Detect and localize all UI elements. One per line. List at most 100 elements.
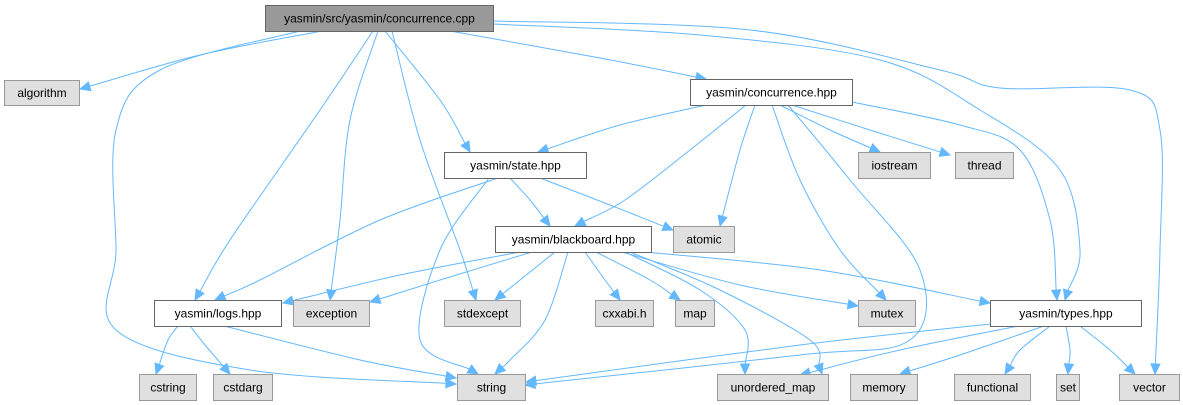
edge-line <box>378 251 533 300</box>
edge-line <box>582 104 747 223</box>
node-label: set <box>1060 381 1077 395</box>
edge-line <box>492 20 1163 366</box>
arrowhead-icon <box>1004 362 1016 376</box>
node-box <box>858 300 916 327</box>
node-logs-hpp[interactable]: yasmin/logs.hpp <box>154 300 282 327</box>
node-label: cstdarg <box>223 381 262 395</box>
node-string: string <box>457 374 526 401</box>
node-label: cxxabi.h <box>602 307 646 321</box>
edge-line <box>595 251 673 296</box>
edge-line <box>624 251 749 366</box>
node-box <box>139 374 197 401</box>
node-cstdarg: cstdarg <box>213 374 273 401</box>
arrowhead-icon <box>898 365 912 376</box>
edge-line <box>384 30 466 145</box>
edge-blackboard_hpp-to-logs_hpp <box>281 251 521 306</box>
node-label: yasmin/src/yasmin/concurrence.cpp <box>284 12 475 26</box>
node-label: memory <box>862 381 905 395</box>
edge-logs_hpp-to-cstdarg <box>189 325 231 375</box>
edge-line <box>808 325 1019 374</box>
arrowhead-icon <box>78 81 92 92</box>
node-box <box>1119 374 1180 401</box>
arrowhead-icon <box>494 289 507 301</box>
node-box <box>690 79 853 106</box>
node-types-hpp[interactable]: yasmin/types.hpp <box>990 300 1142 327</box>
node-label: yasmin/types.hpp <box>1019 307 1113 321</box>
node-box <box>457 374 526 401</box>
edge-line <box>1065 325 1071 366</box>
arrowhead-icon <box>466 364 480 375</box>
node-box <box>293 300 370 327</box>
edge-state_hpp-to-atomic <box>539 177 675 232</box>
node-cxxabi: cxxabi.h <box>595 300 654 327</box>
node-concurrence-hpp[interactable]: yasmin/concurrence.hpp <box>690 79 853 106</box>
edge-blackboard_hpp-to-map <box>595 251 682 301</box>
edge-root-to-types_hpp <box>492 23 1081 302</box>
arrowhead-icon <box>524 375 538 386</box>
edge-line <box>501 251 569 369</box>
edge-types_hpp-to-string <box>524 322 1001 386</box>
edge-line <box>779 104 872 149</box>
edge-state_hpp-to-string <box>418 177 490 375</box>
arrowhead-icon <box>154 362 165 376</box>
edge-line <box>492 23 1081 292</box>
node-box <box>990 300 1142 327</box>
edge-line <box>418 177 490 370</box>
arrowhead-icon <box>460 140 471 154</box>
arrowhead-icon <box>539 214 551 227</box>
arrowhead-icon <box>668 289 682 301</box>
arrowhead-icon <box>609 288 621 301</box>
node-label: thread <box>967 159 1001 173</box>
arrowhead-icon <box>1150 363 1161 376</box>
edge-line <box>771 104 881 294</box>
edge-blackboard_hpp-to-exception <box>368 251 533 304</box>
arrowhead-icon <box>717 214 728 228</box>
node-label: string <box>477 381 506 395</box>
node-root[interactable]: yasmin/src/yasmin/concurrence.cpp <box>265 5 494 32</box>
edge-concurrence_hpp-to-blackboard_hpp <box>573 104 747 227</box>
edge-line <box>534 322 1001 382</box>
node-box <box>955 152 1014 179</box>
edge-types_hpp-to-functional <box>1004 325 1051 376</box>
arrowhead-icon <box>661 221 675 232</box>
node-box <box>444 152 587 179</box>
node-box <box>850 374 918 401</box>
edge-line <box>533 104 928 385</box>
edge-concurrence_hpp-to-mutex <box>771 104 887 301</box>
edge-line <box>629 251 821 366</box>
node-blackboard-hpp[interactable]: yasmin/blackboard.hpp <box>495 226 652 253</box>
edge-logs_hpp-to-cstring <box>154 325 179 376</box>
arrowhead-icon <box>739 363 751 376</box>
node-label: cstring <box>150 381 185 395</box>
arrowhead-icon <box>194 288 205 302</box>
node-box <box>954 374 1031 401</box>
node-label: algorithm <box>17 86 66 100</box>
node-set: set <box>1056 374 1080 401</box>
node-label: map <box>683 307 707 321</box>
edge-root-to-logs_hpp <box>194 30 374 302</box>
node-box <box>4 80 80 106</box>
arrowhead-icon <box>536 143 550 154</box>
edge-blackboard_hpp-to-cxxabi <box>584 251 621 301</box>
edge-root-to-vector <box>492 20 1163 376</box>
edge-line <box>539 177 665 228</box>
edge-root-to-state_hpp <box>384 30 471 154</box>
node-box <box>1056 374 1080 401</box>
edge-line <box>1079 325 1129 369</box>
edge-line <box>158 325 179 366</box>
edge-blackboard_hpp-to-unordered_map <box>624 251 751 376</box>
node-box <box>495 226 652 253</box>
arrowhead-icon <box>494 362 507 375</box>
node-box <box>717 374 829 401</box>
node-box <box>858 152 931 179</box>
node-box <box>213 374 273 401</box>
node-box <box>595 300 654 327</box>
node-state-hpp[interactable]: yasmin/state.hpp <box>444 152 587 179</box>
arrowhead-icon <box>938 146 952 157</box>
edge-line <box>509 177 545 220</box>
edge-line <box>644 251 982 302</box>
arrowhead-icon <box>875 288 887 301</box>
edge-root-to-algorithm <box>78 30 323 92</box>
node-vector: vector <box>1119 374 1180 401</box>
